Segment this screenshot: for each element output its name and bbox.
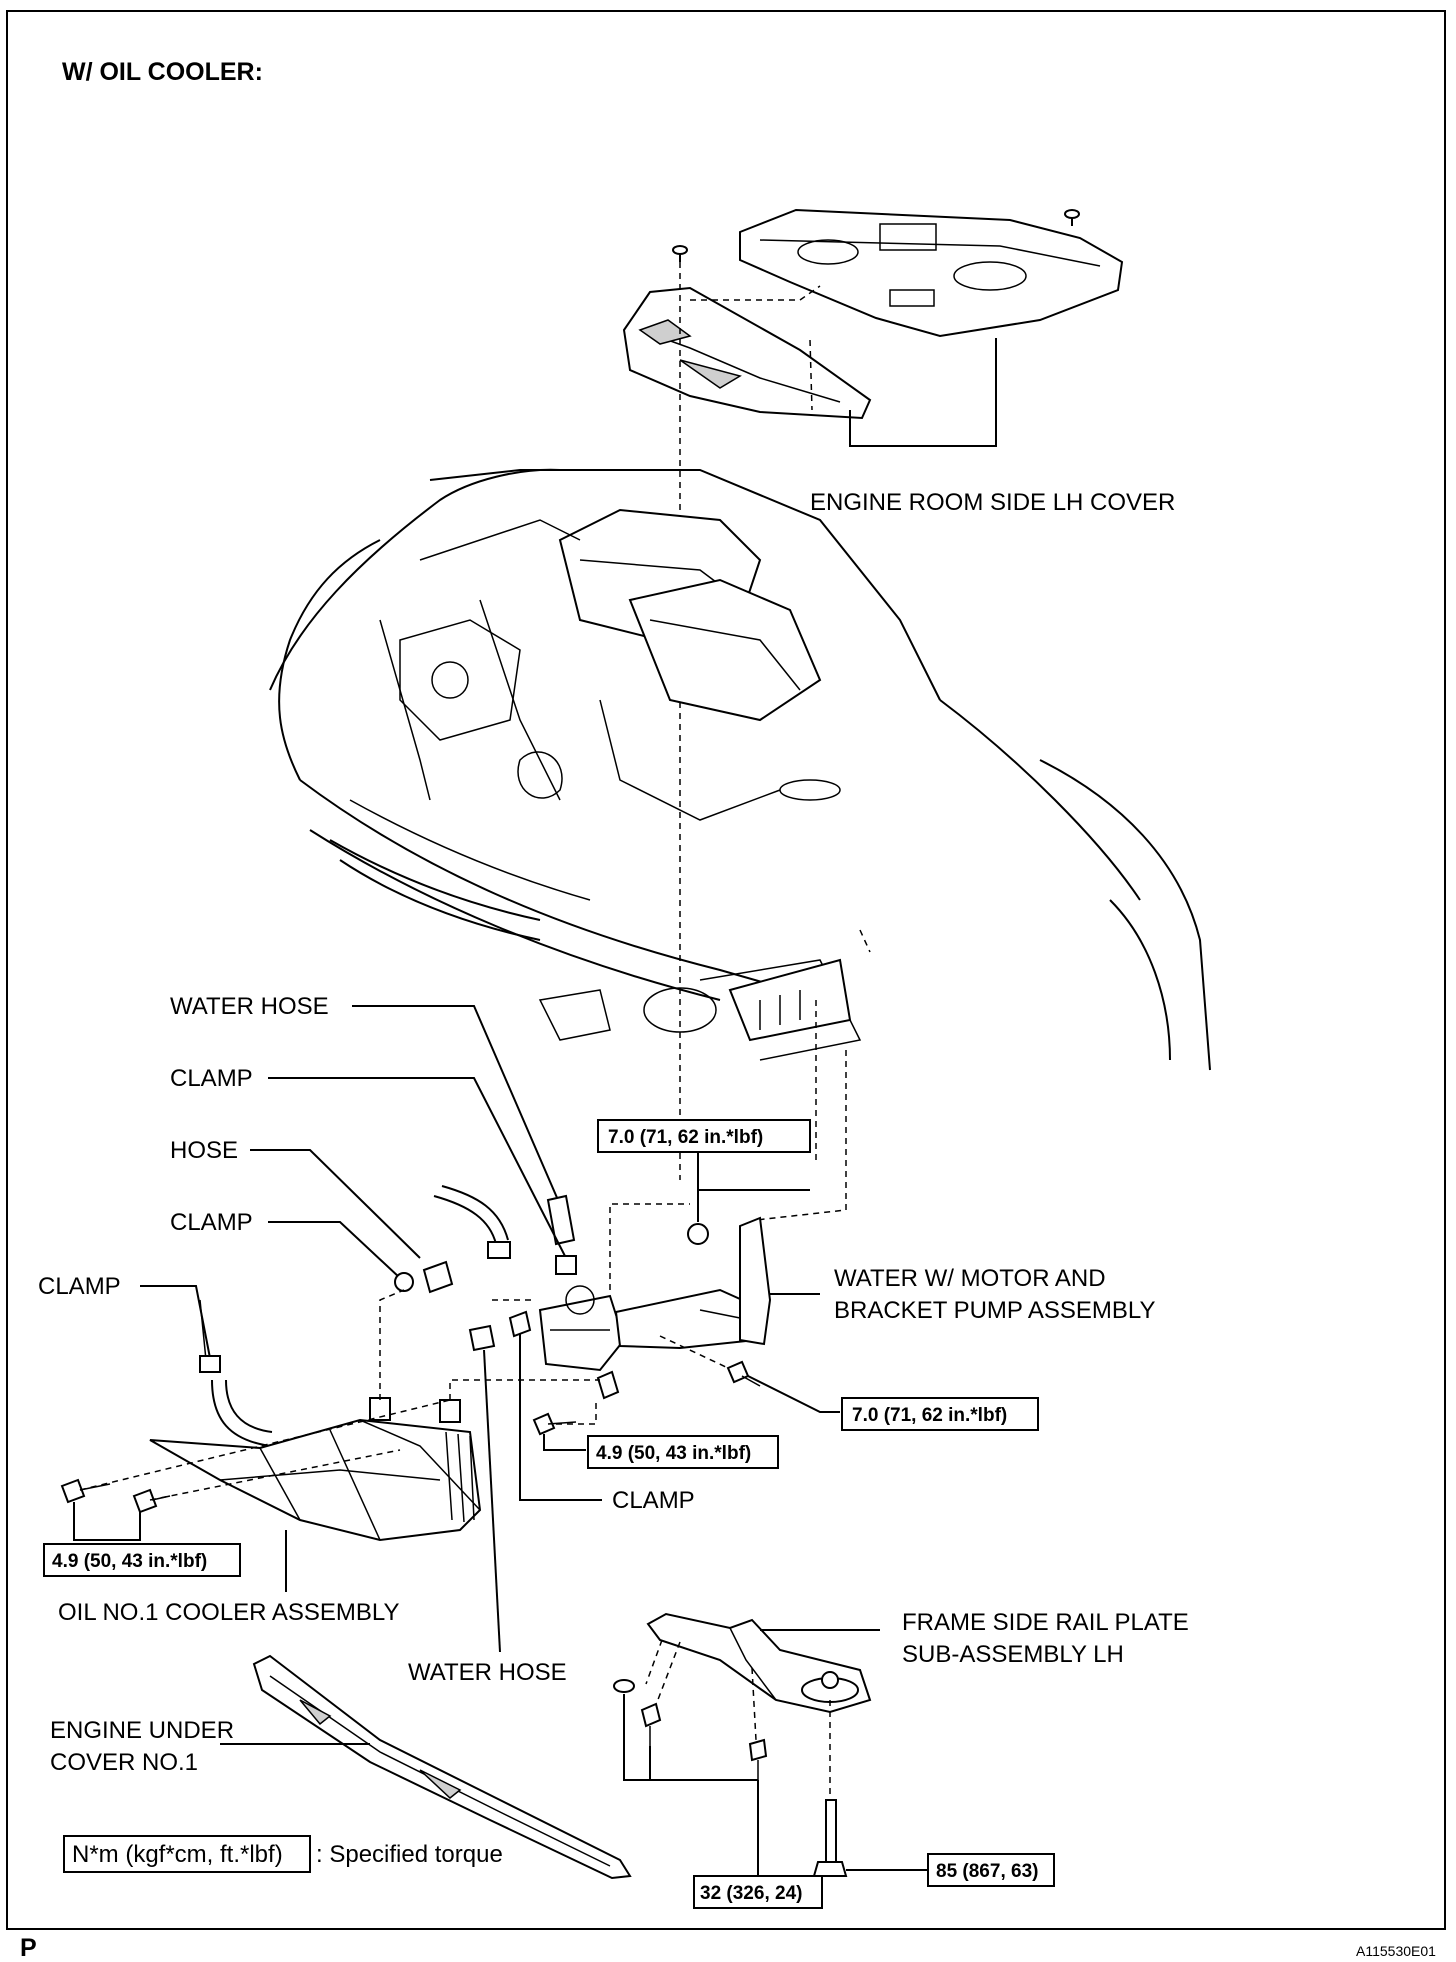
label-water-pump-line2: BRACKET PUMP ASSEMBLY <box>834 1297 1155 1324</box>
legend-text: : Specified torque <box>316 1841 503 1868</box>
torque-box-bolt-rail <box>693 1875 823 1909</box>
leader-hose <box>250 1149 421 1259</box>
label-clamp-2: CLAMP <box>170 1209 253 1236</box>
clamp-3-part <box>199 1355 221 1373</box>
footer-corner: P <box>20 1934 37 1962</box>
torque-bolt-mid: 4.9 (50, 43 in.*lbf) <box>596 1443 751 1464</box>
clamp-2-part <box>394 1272 414 1292</box>
bolt-right <box>659 1335 840 1413</box>
label-frame-rail-line2: SUB-ASSEMBLY LH <box>902 1641 1124 1668</box>
hose-tube <box>433 1195 497 1245</box>
bolt-mid <box>532 1400 597 1451</box>
label-clamp-4: CLAMP <box>612 1487 695 1514</box>
diagram-frame <box>6 10 1446 1930</box>
label-under-cover-line2: COVER NO.1 <box>50 1749 198 1776</box>
engine-under-cover-drawing <box>220 1654 632 1880</box>
label-water-hose-bottom: WATER HOSE <box>408 1659 567 1686</box>
leader-clamp-1 <box>268 1077 567 1259</box>
torque-bolt-frame: 85 (867, 63) <box>936 1861 1038 1882</box>
torque-nut-top: 7.0 (71, 62 in.*lbf) <box>608 1127 763 1148</box>
engine-room-side-cover-drawing <box>622 208 1124 1180</box>
frame-side-rail-plate-drawing <box>613 1612 930 1877</box>
torque-bolt-right: 7.0 (71, 62 in.*lbf) <box>852 1405 1007 1426</box>
leader-clamp-3 <box>140 1285 211 1359</box>
label-under-cover-line1: ENGINE UNDER <box>50 1717 234 1744</box>
water-hose-bottom-part <box>468 1324 496 1352</box>
torque-box-nut-top <box>597 1119 811 1153</box>
diagram-header: W/ OIL COOLER: <box>62 58 263 86</box>
clamp-1-part <box>555 1255 577 1275</box>
torque-bolt-left: 4.9 (50, 43 in.*lbf) <box>52 1551 207 1572</box>
leader-water-hose-bottom <box>483 1349 501 1653</box>
leader-clamp-4 <box>519 1334 602 1501</box>
torque-box-bolt-left <box>43 1543 241 1577</box>
vehicle-front-drawing <box>269 468 1211 1221</box>
label-clamp-1: CLAMP <box>170 1065 253 1092</box>
torque-box-bolt-right <box>841 1397 1039 1431</box>
label-oil-cooler: OIL NO.1 COOLER ASSEMBLY <box>58 1599 399 1626</box>
label-hose: HOSE <box>170 1137 238 1164</box>
legend-box <box>63 1835 311 1873</box>
water-hose-top-part <box>546 1194 576 1246</box>
nut-top <box>687 1223 709 1245</box>
leader-clamp-2 <box>268 1221 401 1279</box>
torque-box-bolt-frame <box>927 1853 1055 1887</box>
label-engine-room-side-lh-cover: ENGINE ROOM SIDE LH COVER <box>810 489 1175 516</box>
leader-water-hose-top <box>352 1005 559 1201</box>
torque-box-bolt-mid <box>587 1435 779 1469</box>
label-water-pump-line1: WATER W/ MOTOR AND <box>834 1265 1106 1292</box>
legend-unit: N*m (kgf*cm, ft.*lbf) <box>72 1841 283 1868</box>
footer-code: A115530E01 <box>1356 1943 1436 1959</box>
hose-part <box>422 1260 454 1294</box>
label-frame-rail-line1: FRAME SIDE RAIL PLATE <box>902 1609 1189 1636</box>
torque-bolt-rail: 32 (326, 24) <box>700 1883 802 1904</box>
label-water-hose-top: WATER HOSE <box>170 993 329 1020</box>
oil-cooler-drawing <box>60 1289 600 1542</box>
label-clamp-3: CLAMP <box>38 1273 121 1300</box>
